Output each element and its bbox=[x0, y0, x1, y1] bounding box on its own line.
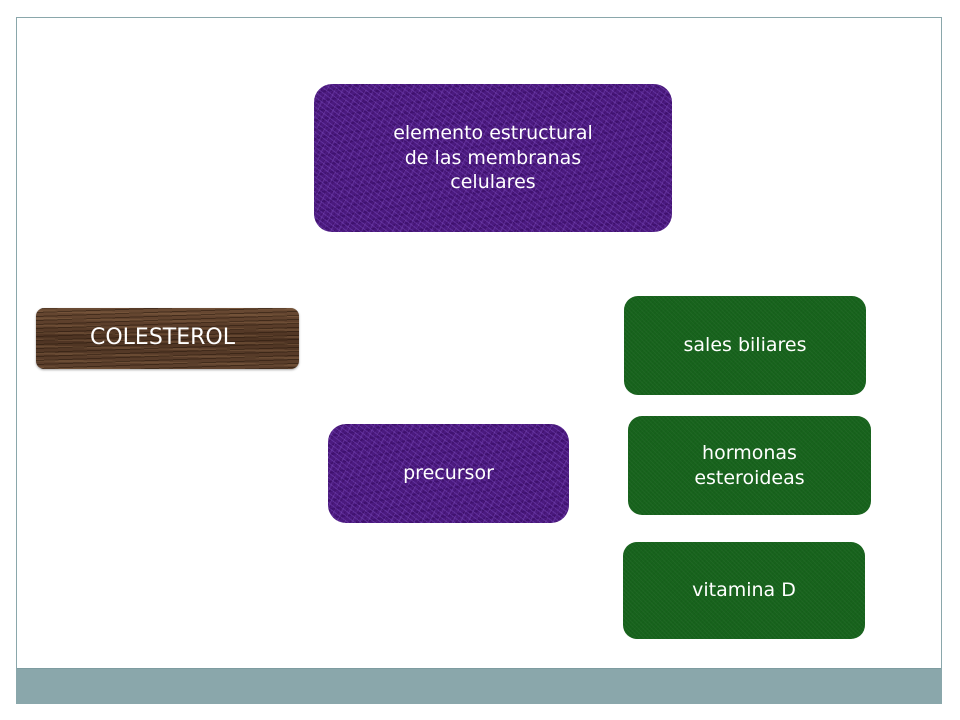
bile-salts-node: sales biliares bbox=[624, 296, 866, 395]
structural-element-label: elemento estructural de las membranas ce… bbox=[393, 121, 593, 194]
footer-bar bbox=[17, 668, 941, 703]
precursor-node: precursor bbox=[328, 424, 569, 523]
slide-canvas: elemento estructural de las membranas ce… bbox=[16, 17, 942, 704]
steroid-hormones-node: hormonas esteroideas bbox=[628, 416, 871, 515]
vitamin-d-node: vitamina D bbox=[623, 542, 865, 639]
vitamin-d-label: vitamina D bbox=[692, 579, 796, 602]
precursor-label: precursor bbox=[403, 462, 494, 485]
cholesterol-node: COLESTEROL bbox=[36, 308, 299, 369]
bile-salts-label: sales biliares bbox=[683, 334, 807, 357]
cholesterol-label: COLESTEROL bbox=[90, 325, 235, 351]
steroid-hormones-label: hormonas esteroideas bbox=[694, 441, 805, 489]
structural-element-node: elemento estructural de las membranas ce… bbox=[314, 84, 672, 232]
